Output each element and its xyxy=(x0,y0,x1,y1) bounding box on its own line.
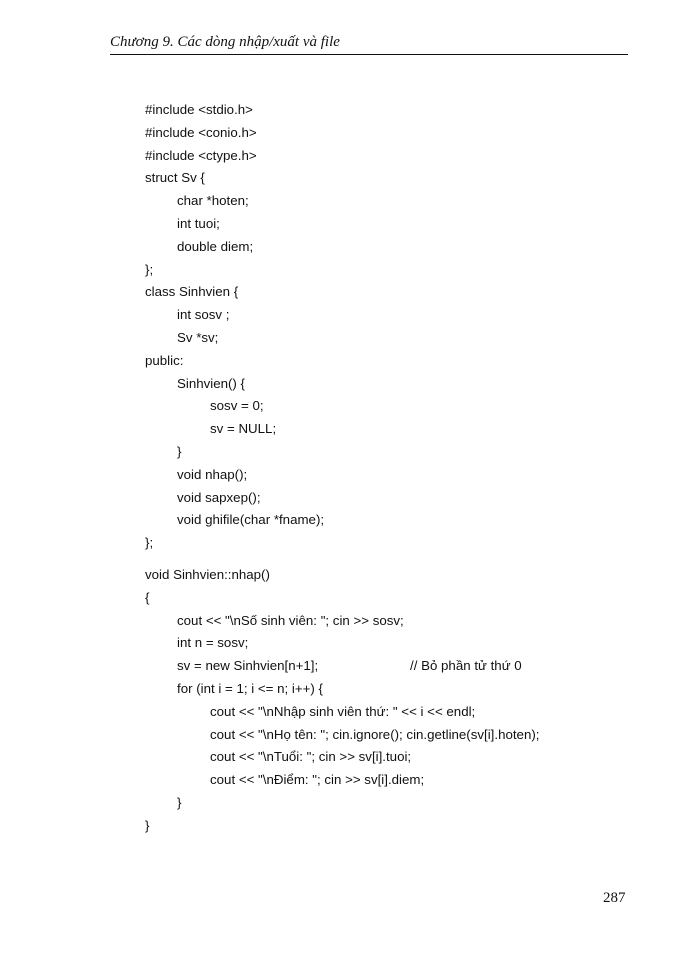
code-line: for (int i = 1; i <= n; i++) { xyxy=(145,678,539,701)
code-text: Sinhvien() { xyxy=(177,375,245,391)
code-text: #include <ctype.h> xyxy=(145,147,257,163)
code-line: } xyxy=(145,792,539,815)
code-line: #include <ctype.h> xyxy=(145,145,324,168)
code-line: class Sinhvien { xyxy=(145,281,324,304)
code-comment: // Bỏ phần tử thứ 0 xyxy=(410,658,522,674)
code-line: }; xyxy=(145,532,324,555)
code-line: sv = NULL; xyxy=(145,418,324,441)
code-text: #include <conio.h> xyxy=(145,124,257,140)
code-text: sv = new Sinhvien[n+1]; xyxy=(177,658,319,674)
code-line: sosv = 0; xyxy=(145,395,324,418)
code-text: class Sinhvien { xyxy=(145,284,239,300)
code-line: public: xyxy=(145,350,324,373)
code-line: }; xyxy=(145,259,324,282)
code-line: int n = sosv; xyxy=(145,632,539,655)
code-line: } xyxy=(145,815,539,838)
code-text: int tuoi; xyxy=(177,215,220,231)
code-text: sosv = 0; xyxy=(210,398,264,414)
page-number: 287 xyxy=(603,890,626,906)
code-text: #include <stdio.h> xyxy=(145,102,253,117)
code-text: { xyxy=(145,589,150,605)
page-header: Chương 9. Các dòng nhập/xuất và file xyxy=(110,34,628,55)
code-text: } xyxy=(145,817,150,833)
code-text: cout << "\nNhập sinh viên thứ: " << i <<… xyxy=(210,703,476,719)
code-block-1: #include <stdio.h> #include <conio.h> #inc… xyxy=(145,99,324,555)
code-line: { xyxy=(145,587,539,610)
code-line: char *hoten; xyxy=(145,190,324,213)
code-text: } xyxy=(177,794,182,810)
code-line: int sosv ; xyxy=(145,304,324,327)
code-block-2: void Sinhvien::nhap(){cout << "\nSố sinh… xyxy=(145,564,539,838)
code-line: void ghifile(char *fname); xyxy=(145,509,324,532)
code-text: cout << "\nĐiểm: "; cin >> sv[i].diem; xyxy=(210,772,425,788)
code-text: public: xyxy=(145,352,184,368)
code-line: cout << "\nTuổi: "; cin >> sv[i].tuoi; xyxy=(145,746,539,769)
code-text: }; xyxy=(145,535,154,551)
code-text: double diem; xyxy=(177,238,254,254)
code-line: void sapxep(); xyxy=(145,487,324,510)
code-text: void ghifile(char *fname); xyxy=(177,512,325,528)
code-line: #include <conio.h> xyxy=(145,122,324,145)
code-text: int n = sosv; xyxy=(177,635,249,651)
code-text: cout << "\nSố sinh viên: "; cin >> sosv; xyxy=(177,612,404,628)
code-line: sv = new Sinhvien[n+1]; // Bỏ phần tử thứ… xyxy=(145,655,539,678)
code-text: sv = NULL; xyxy=(210,421,277,437)
code-line: struct Sv { xyxy=(145,167,324,190)
code-text: void nhap(); xyxy=(177,466,248,482)
code-text: struct Sv { xyxy=(145,170,205,186)
code-text: void Sinhvien::nhap() xyxy=(145,567,270,582)
code-text: Sv *sv; xyxy=(177,329,219,345)
code-line: cout << "\nĐiểm: "; cin >> sv[i].diem; xyxy=(145,769,539,792)
code-line: } xyxy=(145,441,324,464)
code-line: Sinhvien() { xyxy=(145,373,324,396)
code-line: double diem; xyxy=(145,236,324,259)
code-text: char *hoten; xyxy=(177,193,249,209)
code-text: cout << "\nHọ tên: "; cin.ignore(); cin.… xyxy=(210,726,540,742)
code-text: for (int i = 1; i <= n; i++) { xyxy=(177,680,323,696)
code-text: cout << "\nTuổi: "; cin >> sv[i].tuoi; xyxy=(210,749,412,765)
code-line: void Sinhvien::nhap() xyxy=(145,564,539,587)
code-line: #include <stdio.h> xyxy=(145,99,324,122)
code-line: void nhap(); xyxy=(145,464,324,487)
code-line: Sv *sv; xyxy=(145,327,324,350)
code-text: void sapxep(); xyxy=(177,489,261,505)
code-line: cout << "\nSố sinh viên: "; cin >> sosv; xyxy=(145,610,539,633)
code-text: }; xyxy=(145,261,154,277)
code-line: cout << "\nNhập sinh viên thứ: " << i <<… xyxy=(145,701,539,724)
code-text: } xyxy=(177,443,182,459)
code-line: cout << "\nHọ tên: "; cin.ignore(); cin.… xyxy=(145,724,539,747)
code-line: int tuoi; xyxy=(145,213,324,236)
code-text: int sosv ; xyxy=(177,307,230,323)
